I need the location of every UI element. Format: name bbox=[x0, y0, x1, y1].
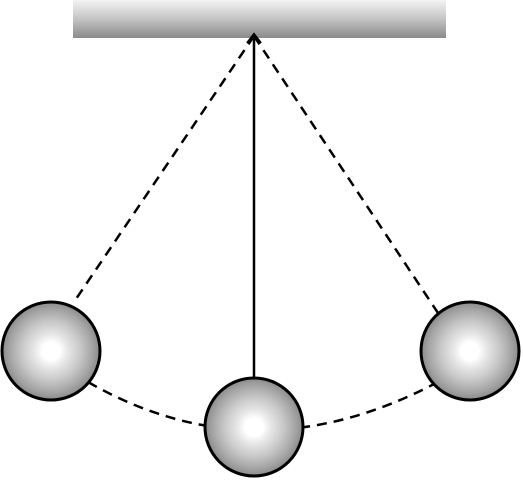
string-left bbox=[72, 35, 256, 303]
bob-left bbox=[0, 300, 102, 402]
bob-right bbox=[419, 300, 521, 402]
bob-center bbox=[203, 376, 305, 478]
pivot-point bbox=[246, 32, 262, 44]
string-right bbox=[252, 35, 440, 314]
support-bar bbox=[73, 0, 446, 38]
